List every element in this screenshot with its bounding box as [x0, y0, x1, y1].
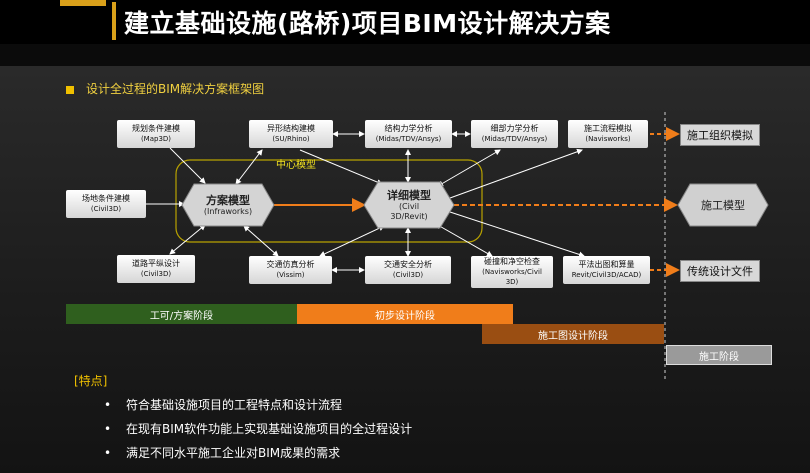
scheme-model-label: 方案模型 (Infraworks) — [184, 190, 272, 220]
subtitle-bullet-icon — [66, 86, 74, 94]
node-planning-modeling: 规划条件建模 (Map3D) — [117, 120, 195, 148]
feature-text: 在现有BIM软件功能上实现基础设施项目的全过程设计 — [126, 422, 413, 436]
hex-software: (Infraworks) — [203, 206, 253, 216]
hex-title: 方案模型 — [206, 193, 250, 207]
edge-road-scheme — [169, 224, 206, 255]
construction-model-label: 施工模型 — [680, 196, 766, 214]
node-traffic-simulation: 交通仿真分析 (Vissim) — [249, 256, 332, 284]
node-label: 规划条件建模 — [132, 124, 180, 133]
stage-preliminary: 初步设计阶段 — [297, 304, 513, 324]
hex-title: 详细模型 — [387, 188, 431, 202]
node-label: 交通安全分析 — [384, 260, 432, 269]
edge-detail-clash — [435, 223, 493, 257]
edge-planning-scheme — [169, 147, 206, 184]
bullet-icon: • — [104, 398, 112, 412]
edge-special-scheme — [235, 149, 263, 185]
feature-text: 符合基础设施项目的工程特点和设计流程 — [126, 398, 343, 412]
node-software: (SU/Rhino) — [272, 135, 310, 143]
edge-trafficsim-detail — [319, 225, 385, 257]
output-org-simulation: 施工组织模拟 — [680, 124, 760, 146]
edge-detail-flow — [449, 148, 583, 199]
hex-software: (Civil — [398, 201, 420, 211]
node-label: 结构力学分析 — [384, 124, 433, 133]
node-detail-mechanics: 细部力学分析 (Midas/TDV/Ansys) — [471, 120, 558, 148]
node-software: (Vissim) — [276, 271, 305, 279]
bullet-icon: • — [104, 446, 112, 460]
node-software: (Navisworks/Civil — [482, 268, 542, 276]
node-drawing-quantity: 平法出图和算量 Revit/Civil3D/ACAD) — [563, 256, 650, 284]
feature-text: 满足不同水平施工企业对BIM成果的需求 — [126, 446, 341, 460]
feature-item: • 符合基础设施项目的工程特点和设计流程 — [104, 396, 342, 413]
node-label: 碰撞和净空检查 — [484, 257, 540, 266]
feature-item: • 在现有BIM软件功能上实现基础设施项目的全过程设计 — [104, 420, 412, 437]
node-structural-analysis: 结构力学分析 (Midas/TDV/Ansys) — [365, 120, 452, 148]
hex-software-cont: 3D/Revit) — [390, 211, 428, 221]
features-title: [特点] — [74, 374, 108, 388]
page-title: 建立基础设施(路桥)项目BIM设计解决方案 — [124, 9, 611, 38]
output-traditional-files: 传统设计文件 — [680, 260, 760, 282]
detail-model-hex — [363, 181, 455, 229]
node-software: (Civil3D) — [140, 270, 172, 278]
node-label: 交通仿真分析 — [266, 260, 315, 269]
node-construction-flow: 施工流程模拟 (Navisworks) — [568, 120, 648, 148]
title-accent-bar — [112, 2, 116, 40]
detail-model-label: 详细模型 (Civil 3D/Revit) — [366, 184, 452, 226]
edge-detailmech-detail — [437, 149, 501, 187]
node-software: (Map3D) — [140, 135, 172, 143]
node-software-cont: 3D) — [505, 278, 519, 286]
feature-item: • 满足不同水平施工企业对BIM成果的需求 — [104, 444, 340, 461]
center-model-label: 中心模型 — [276, 160, 316, 171]
logo-mark — [60, 0, 106, 6]
node-label: 道路平纵设计 — [132, 259, 180, 268]
node-software: (Navisworks) — [585, 135, 631, 143]
edge-scheme-trafficsim — [243, 225, 279, 257]
node-software: (Civil3D) — [90, 205, 122, 213]
node-clash-check: 碰撞和净空检查 (Navisworks/Civil 3D) — [471, 256, 553, 288]
stage-feasibility: 工可/方案阶段 — [66, 304, 297, 324]
stage-construction: 施工阶段 — [666, 345, 772, 365]
node-special-structure: 异形结构建模 (SU/Rhino) — [249, 120, 333, 148]
edge-special-detail — [299, 149, 383, 185]
node-label: 场地条件建模 — [82, 194, 130, 203]
node-label: 平法出图和算量 — [578, 260, 635, 269]
edge-detail-drawing — [449, 211, 585, 258]
node-site-modeling: 场地条件建模 (Civil3D) — [66, 190, 146, 218]
node-software: (Midas/TDV/Ansys) — [481, 135, 548, 143]
scheme-model-hex — [181, 183, 275, 227]
hex-title: 施工模型 — [701, 198, 745, 212]
diagram-subtitle: 设计全过程的BIM解决方案框架图 — [86, 82, 265, 96]
bullet-icon: • — [104, 422, 112, 436]
node-label: 细部力学分析 — [490, 124, 539, 133]
node-road-design: 道路平纵设计 (Civil3D) — [117, 255, 195, 283]
node-label: 异形结构建模 — [267, 124, 315, 133]
node-software: Revit/Civil3D/ACAD) — [571, 271, 642, 279]
node-software: (Midas/TDV/Ansys) — [375, 135, 442, 143]
node-traffic-safety: 交通安全分析 (Civil3D) — [365, 256, 451, 284]
construction-model-hex — [677, 183, 769, 227]
node-label: 施工流程模拟 — [584, 124, 632, 133]
stage-construction-drawing: 施工图设计阶段 — [482, 324, 664, 344]
node-software: (Civil3D) — [392, 271, 424, 279]
header: 建立基础设施(路桥)项目BIM设计解决方案 — [0, 0, 810, 44]
